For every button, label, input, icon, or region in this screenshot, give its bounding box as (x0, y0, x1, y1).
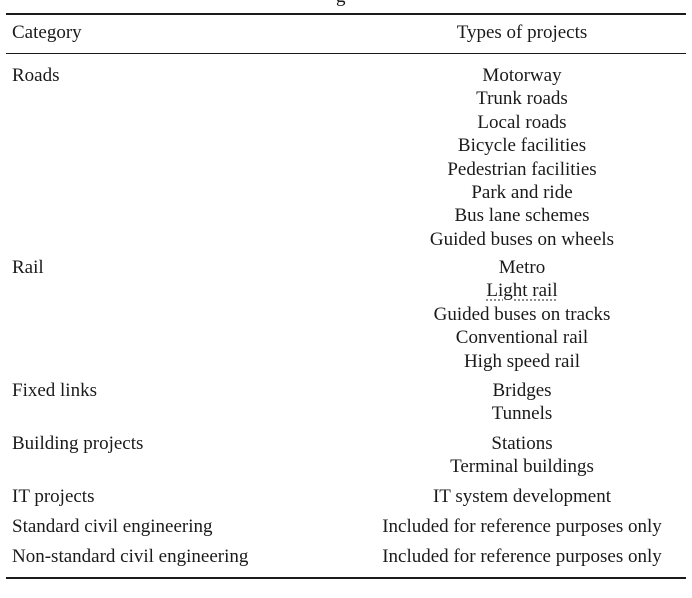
table-caption-fragment: g (336, 0, 346, 8)
table-cell: Terminal buildings (450, 456, 594, 478)
table-header-rule (6, 53, 686, 54)
table-cell: Metro (498, 257, 546, 278)
table-cell-text: Light rail (486, 280, 558, 302)
table-cell: Bicycle facilities (457, 135, 587, 157)
types-it-projects: IT system development (362, 485, 682, 508)
category-standard-civil-engineering: Standard civil engineering (12, 516, 213, 537)
category-it-projects: IT projects (12, 486, 95, 507)
types-standard-civil-engineering: Included for reference purposes only (362, 515, 682, 538)
types-non-standard-civil-engineering: Included for reference purposes only (362, 545, 682, 568)
table-cell: Light rail (362, 279, 682, 302)
table-cell: Stations (491, 433, 553, 454)
table-cell: Tunnels (491, 403, 553, 425)
table-cell: Guided buses on wheels (429, 228, 615, 250)
header-category: Category (12, 22, 82, 43)
table-cell: Bus lane schemes (454, 205, 590, 227)
table-cell: IT system development (432, 486, 611, 507)
header-types-of-projects: Types of projects (456, 22, 588, 43)
category-fixed-links: Fixed links (12, 380, 97, 401)
table-cell: Included for reference purposes only (382, 546, 662, 567)
category-building-projects: Building projects (12, 433, 144, 454)
table-cell: Local roads (477, 111, 567, 133)
types-rail: Metro Light rail Guided buses on tracks … (362, 256, 682, 373)
table-cell: Trunk roads (476, 88, 568, 110)
table-bottom-rule (6, 577, 686, 579)
category-non-standard-civil-engineering: Non-standard civil engineering (12, 546, 249, 567)
table-cell: Bridges (492, 380, 552, 401)
table-cell: Conventional rail (455, 327, 589, 349)
table-cell: Park and ride (471, 182, 573, 204)
category-rail: Rail (12, 257, 44, 278)
table-cell: Guided buses on tracks (433, 303, 611, 325)
types-fixed-links: Bridges Tunnels (362, 379, 682, 426)
category-roads: Roads (12, 65, 60, 86)
table-cell: Motorway (482, 65, 562, 86)
table-cell: Included for reference purposes only (382, 516, 662, 537)
table-top-rule (6, 13, 686, 15)
types-building-projects: Stations Terminal buildings (362, 432, 682, 479)
types-roads: Motorway Trunk roads Local roads Bicycle… (362, 64, 682, 251)
table-cell: Pedestrian facilities (447, 158, 597, 180)
table-cell: High speed rail (463, 350, 581, 372)
